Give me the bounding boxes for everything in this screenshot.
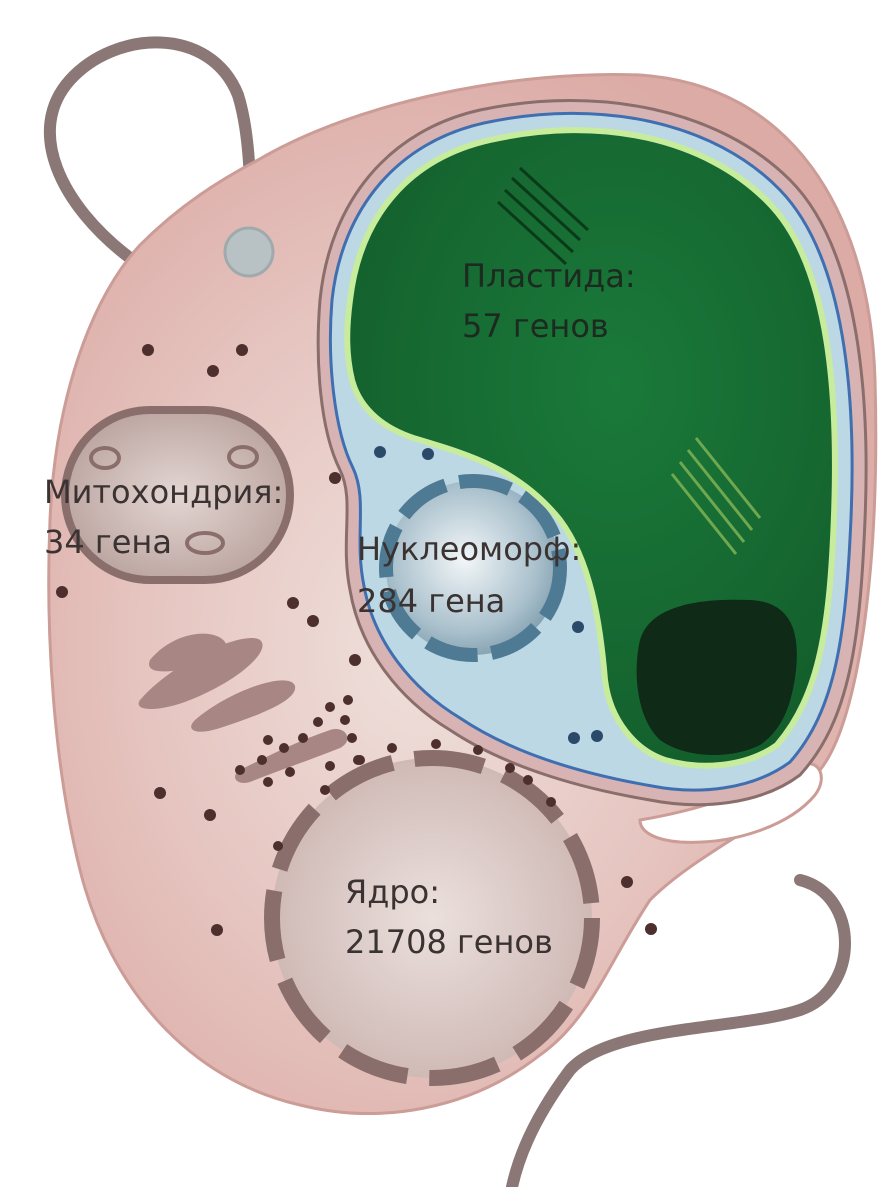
mitochondrion-label: Митохондрия:	[44, 473, 283, 511]
nucleus-gene-count: 21708 генов	[345, 923, 553, 961]
mitochondrion-gene-count: 34 гена	[44, 523, 172, 561]
nucleomorph-gene-count: 284 гена	[357, 582, 505, 620]
nucleomorph	[386, 481, 560, 655]
pyrenoid	[637, 600, 797, 755]
plastid-label: Пластида:	[462, 257, 636, 295]
nucleomorph-label: Нуклеоморф:	[357, 530, 581, 568]
basal-body	[225, 228, 273, 276]
plastid-gene-count: 57 генов	[462, 307, 609, 345]
nucleus-label: Ядро:	[345, 873, 440, 911]
